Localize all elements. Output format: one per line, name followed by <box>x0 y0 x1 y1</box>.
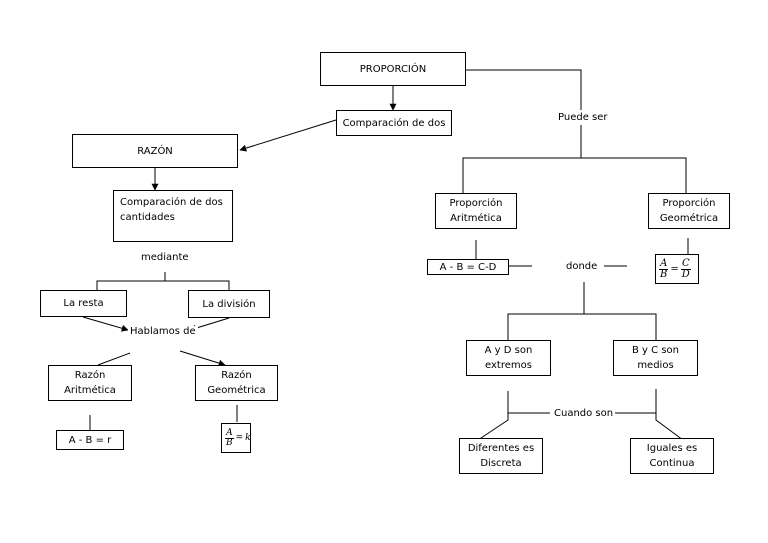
proporcion-geometrica-node: Proporción Geométrica <box>648 193 730 229</box>
comparacion-dos-node: Comparación de dos <box>336 110 452 136</box>
b-c-medios-node: B y C son medios <box>613 340 698 376</box>
frac-num-1: A <box>659 257 669 270</box>
frac-num: A <box>225 427 234 439</box>
proporcion-aritmetica-text: Proporción Aritmética <box>449 198 503 224</box>
razon-aritmetica-text: Razón Aritmética <box>64 370 116 396</box>
frac-num-2: C <box>680 257 691 270</box>
razon-geometrica-text: Razón Geométrica <box>207 370 266 396</box>
cuando-son-label: Cuando son <box>552 408 616 420</box>
razon-node: RAZÓN <box>72 134 238 168</box>
proporcion-geometrica-text: Proporción Geométrica <box>659 198 719 224</box>
diferentes-discreta-text: Diferentes es Discreta <box>467 443 535 469</box>
b-c-medios-text: B y C son medios <box>632 345 679 371</box>
formula-prop-aritmetica-node: A - B = C-D <box>427 259 509 275</box>
frac-den-1: B <box>660 268 668 280</box>
la-resta-text: La resta <box>63 298 104 309</box>
comparacion-cantidades-text: Comparación de dos cantidades <box>120 197 223 223</box>
la-division-node: La división <box>188 290 270 318</box>
formula-prop-aritmetica-text: A - B = C-D <box>439 261 497 273</box>
a-d-extremos-node: A y D son extremos <box>466 340 551 376</box>
proporcion-text: PROPORCIÓN <box>359 63 427 75</box>
la-division-text: La división <box>202 298 256 310</box>
a-d-extremos-text: A y D son extremos <box>484 345 533 371</box>
formula-resta-text: A - B = r <box>68 434 112 446</box>
mediante-label: mediante <box>139 252 191 264</box>
iguales-continua-node: Iguales es Continua <box>630 438 714 474</box>
frac-den-2: D <box>681 268 690 280</box>
hablamos-de-label: Hablamos de <box>128 326 198 338</box>
iguales-continua-text: Iguales es Continua <box>646 443 698 469</box>
frac-rhs: k <box>245 433 251 443</box>
frac-den: B <box>226 437 233 448</box>
comparacion-cantidades-node: Comparación de dos cantidades <box>113 190 233 242</box>
donde-label: donde <box>564 261 600 273</box>
diferentes-discreta-node: Diferentes es Discreta <box>459 438 543 474</box>
comparacion-dos-text: Comparación de dos <box>342 117 446 129</box>
razon-text: RAZÓN <box>137 145 173 157</box>
puede-ser-label: Puede ser <box>556 112 610 124</box>
formula-resta-node: A - B = r <box>56 430 124 450</box>
razon-aritmetica-node: Razón Aritmética <box>48 365 132 401</box>
la-resta-node: La resta <box>40 290 127 317</box>
proporcion-aritmetica-node: Proporción Aritmética <box>435 193 517 229</box>
razon-geometrica-node: Razón Geométrica <box>195 365 278 401</box>
proporcion-node: PROPORCIÓN <box>320 52 466 86</box>
